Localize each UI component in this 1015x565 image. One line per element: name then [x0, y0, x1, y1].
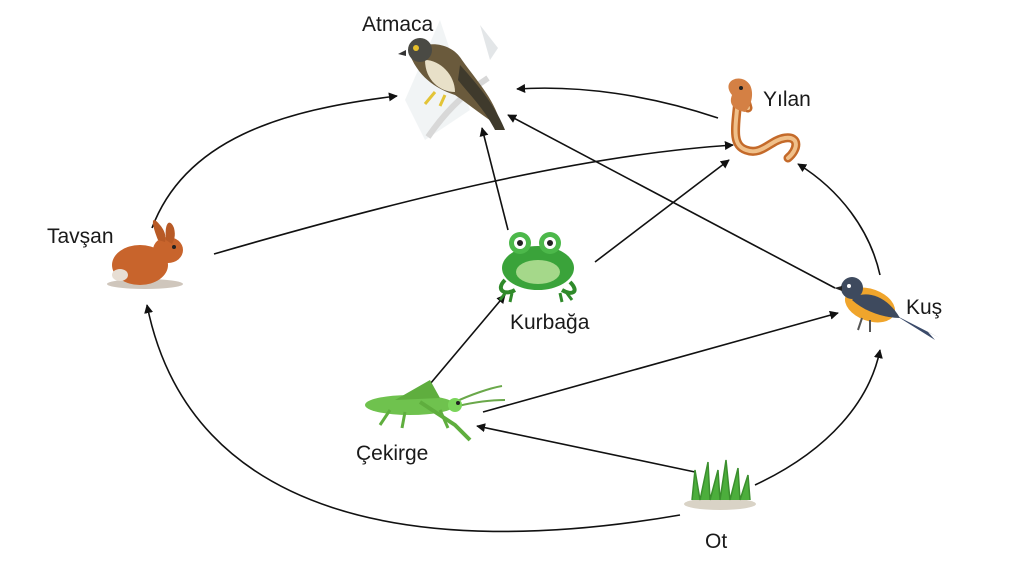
bird-icon: [834, 277, 940, 340]
edge-tavsan-yilan: [213, 141, 734, 255]
edge-kus-yilan: [797, 163, 881, 276]
hawk-icon: [398, 20, 505, 140]
edge-cekirge-kurbaga: [424, 294, 506, 391]
edge-cekirge-kus: [482, 310, 839, 413]
edge-yilan-atmaca: [516, 83, 719, 119]
edge-kurbaga-atmaca: [479, 127, 509, 231]
snake-icon: [728, 78, 801, 163]
edge-kurbaga-yilan: [594, 159, 730, 263]
grasshopper-icon: [365, 380, 506, 442]
edge-ot-kus: [754, 349, 883, 486]
label-atmaca: Atmaca: [362, 13, 434, 36]
label-ot: Ot: [705, 530, 727, 553]
label-tavsan: Tavşan: [47, 225, 114, 248]
frog-icon: [498, 232, 577, 303]
edge-ot-tavsan: [144, 304, 681, 533]
rabbit-icon: [107, 220, 183, 289]
grass-icon: [684, 459, 756, 510]
label-cekirge: Çekirge: [356, 442, 428, 465]
label-kus: Kuş: [906, 296, 942, 319]
label-kurbaga: Kurbağa: [510, 311, 590, 334]
edge-kus-atmaca: [507, 114, 836, 289]
label-yilan: Yılan: [763, 88, 811, 111]
edge-tavsan-atmaca: [151, 92, 398, 229]
edge-ot-cekirge: [476, 423, 696, 473]
